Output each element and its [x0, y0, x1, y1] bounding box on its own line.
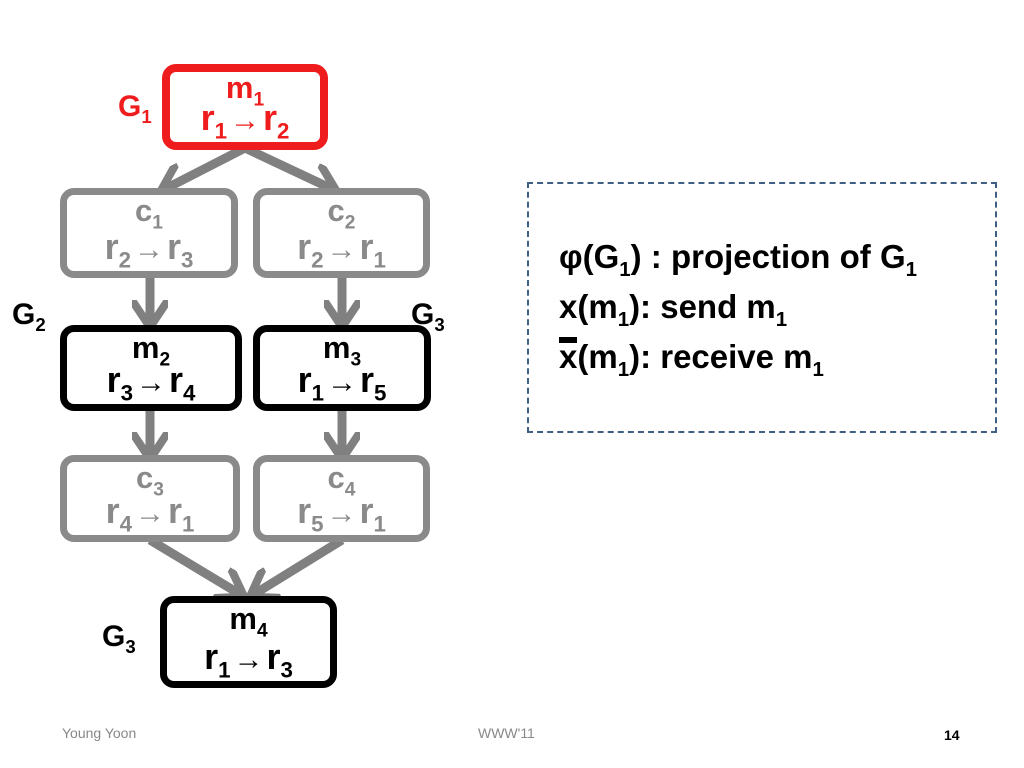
consumer-box-c4: c4 r5→r1 — [253, 455, 430, 542]
group-label-g2: G2 — [12, 298, 46, 336]
consumer-box-c1: c1 r2→r3 — [60, 188, 238, 278]
group-label-g3-top: G3 — [411, 298, 445, 336]
arrow-right-icon: → — [230, 104, 260, 137]
route-label: r5→r1 — [297, 490, 386, 537]
arrow-right-icon: → — [233, 643, 264, 676]
route-label: r4→r1 — [105, 490, 195, 537]
legend-box: φ(G1) : projection of G1 x(m1): send m1 … — [527, 182, 997, 433]
message-box-m1: m1 r1→r2 — [162, 64, 328, 150]
footer-venue: WWW'11 — [478, 725, 535, 741]
footer-author: Young Yoon — [62, 725, 137, 741]
message-box-m2: m2 r3→r4 — [60, 325, 242, 411]
group-label-g1: G1 — [118, 90, 152, 128]
consumer-box-c3: c3 r4→r1 — [60, 455, 240, 542]
page-number: 14 — [944, 727, 960, 743]
arrow-c3-m4 — [147, 536, 238, 593]
route-label: r1→r3 — [204, 636, 293, 683]
arrow-right-icon: → — [136, 366, 166, 399]
message-box-m3: m3 r1→r5 — [253, 325, 431, 411]
consumer-label: c2 — [327, 193, 356, 234]
legend-line-receive: x(m1): receive m1 — [559, 337, 824, 381]
consumer-box-c2: c2 r2→r1 — [253, 188, 430, 278]
arrow-m1-c1 — [167, 143, 248, 188]
arrow-right-icon: → — [326, 233, 357, 266]
consumer-label: c3 — [136, 460, 164, 501]
route-label: r3→r4 — [106, 359, 196, 406]
message-label: m1 — [225, 70, 265, 111]
arrow-right-icon: → — [134, 233, 164, 266]
arrow-c4-m4 — [256, 536, 345, 593]
group-label-g3-bottom: G3 — [102, 620, 136, 658]
message-label: m3 — [322, 330, 362, 371]
legend-line-projection: φ(G1) : projection of G1 — [559, 238, 917, 281]
message-label: m2 — [131, 330, 171, 371]
route-label: r1→r2 — [200, 97, 290, 144]
arrow-right-icon: → — [326, 497, 357, 530]
legend-line-send: x(m1): send m1 — [559, 288, 788, 331]
arrow-m1-c2 — [243, 143, 330, 188]
route-label: r2→r1 — [297, 226, 386, 273]
message-label: m4 — [229, 601, 268, 642]
route-label: r1→r5 — [297, 359, 387, 406]
consumer-label: c1 — [135, 193, 163, 234]
route-label: r2→r3 — [104, 226, 194, 273]
message-box-m4: m4 r1→r3 — [160, 596, 337, 688]
arrow-right-icon: → — [135, 497, 165, 530]
consumer-label: c4 — [327, 460, 356, 501]
arrow-right-icon: → — [327, 366, 357, 399]
